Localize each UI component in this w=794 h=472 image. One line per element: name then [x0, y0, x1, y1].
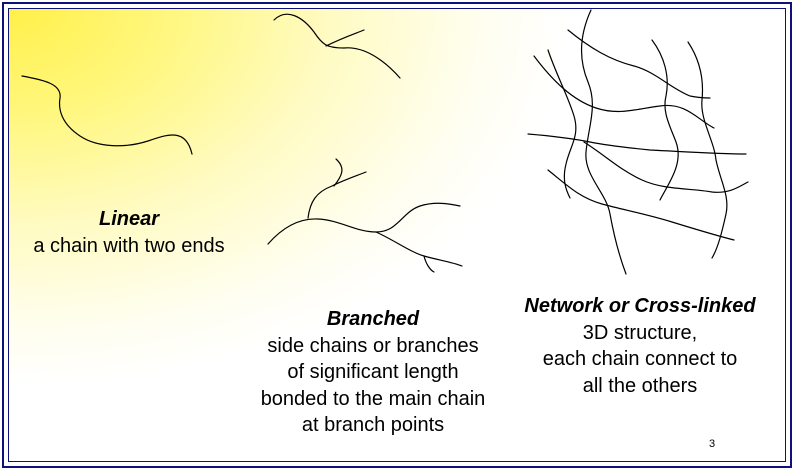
network-strand-7 — [547, 169, 735, 241]
branched-label: Branched side chains or branches of sign… — [228, 306, 518, 439]
page-number: 3 — [708, 438, 716, 450]
branched-description-line: of significant length — [287, 361, 459, 383]
network-description-line: 3D structure, — [582, 321, 698, 344]
slide-inner-border — [8, 8, 786, 462]
network-strand-9 — [687, 41, 728, 259]
linear-title: Linear — [98, 208, 160, 230]
branched-side-chain-up — [307, 171, 367, 219]
network-strand-2 — [547, 49, 577, 199]
network-strand-4 — [567, 29, 711, 99]
network-strand-8 — [651, 39, 679, 201]
branched-title: Branched — [326, 308, 420, 330]
network-strand-6 — [583, 141, 749, 193]
network-label: Network or Cross-linked 3D structure, ea… — [500, 293, 780, 399]
network-polymer-drawing — [527, 9, 749, 275]
network-title: Network or Cross-linked — [524, 295, 756, 317]
branched-description-line: side chains or branches — [267, 334, 479, 357]
branched-description-line: bonded to the main chain — [260, 387, 486, 410]
branched-side-chain-down — [375, 231, 463, 267]
branched-main-chain — [267, 202, 461, 245]
branched-top-chain — [273, 13, 401, 79]
branched-polymer-drawing — [267, 13, 463, 273]
network-strand-3 — [533, 55, 715, 129]
network-strand-5 — [527, 133, 747, 155]
branched-description-line: at branch points — [301, 414, 445, 436]
linear-polymer-drawing — [21, 75, 193, 155]
network-description-line: each chain connect to — [542, 348, 738, 370]
branched-side-chain-tail — [423, 255, 435, 273]
network-description-line: all the others — [582, 374, 698, 397]
branched-top-branch — [325, 29, 365, 47]
linear-chain — [21, 75, 193, 155]
network-strand-1 — [580, 9, 627, 275]
linear-description-line: a chain with two ends — [33, 234, 225, 257]
linear-label: Linear a chain with two ends — [14, 206, 244, 259]
branched-side-chain-hook — [333, 158, 343, 187]
